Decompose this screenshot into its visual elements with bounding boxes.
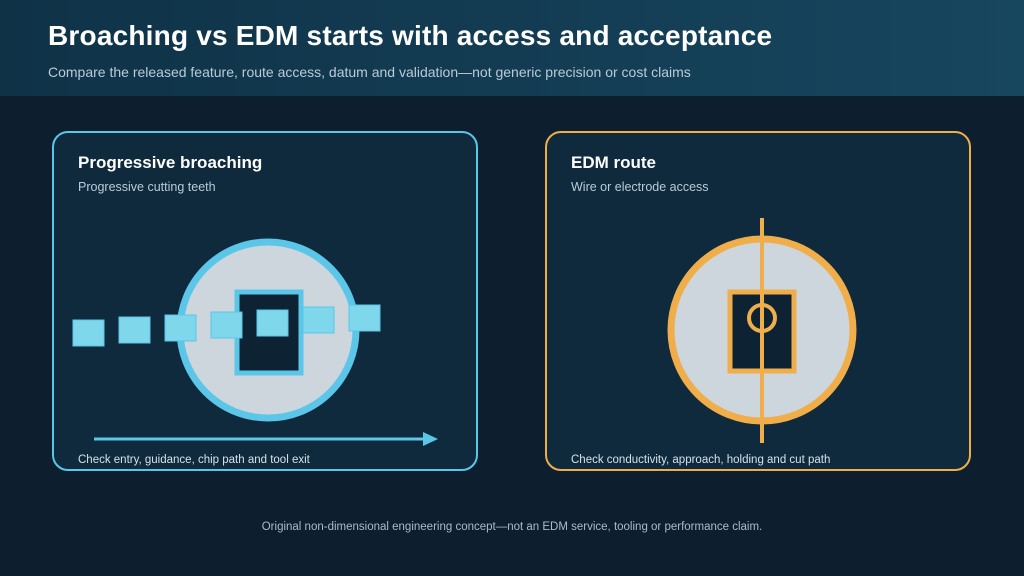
broaching-diagram	[72, 238, 438, 446]
edm-subtitle: Wire or electrode access	[571, 180, 709, 194]
broach-tooth	[348, 304, 381, 332]
page-subtitle: Compare the released feature, route acce…	[48, 64, 691, 80]
broaching-subtitle: Progressive cutting teeth	[78, 180, 216, 194]
broach-tooth	[302, 306, 335, 334]
arrow-head-icon	[423, 432, 438, 446]
header-banner: Broaching vs EDM starts with access and …	[0, 0, 1024, 96]
broaching-title: Progressive broaching	[78, 153, 263, 172]
broach-tooth	[118, 316, 151, 344]
footer-note: Original non-dimensional engineering con…	[261, 521, 763, 533]
broach-tooth	[164, 314, 197, 342]
page-title: Broaching vs EDM starts with access and …	[48, 20, 773, 51]
edm-diagram	[667, 218, 857, 443]
broach-tooth	[256, 309, 289, 337]
edm-title: EDM route	[571, 153, 656, 172]
broaching-panel: Progressive broaching Progressive cuttin…	[52, 131, 478, 471]
broaching-footer: Check entry, guidance, chip path and too…	[78, 454, 310, 466]
edm-footer: Check conductivity, approach, holding an…	[571, 454, 831, 466]
broach-tooth	[72, 319, 105, 347]
edm-panel: EDM route Wire or electrode access Check…	[545, 131, 971, 471]
broach-tooth	[210, 311, 243, 339]
